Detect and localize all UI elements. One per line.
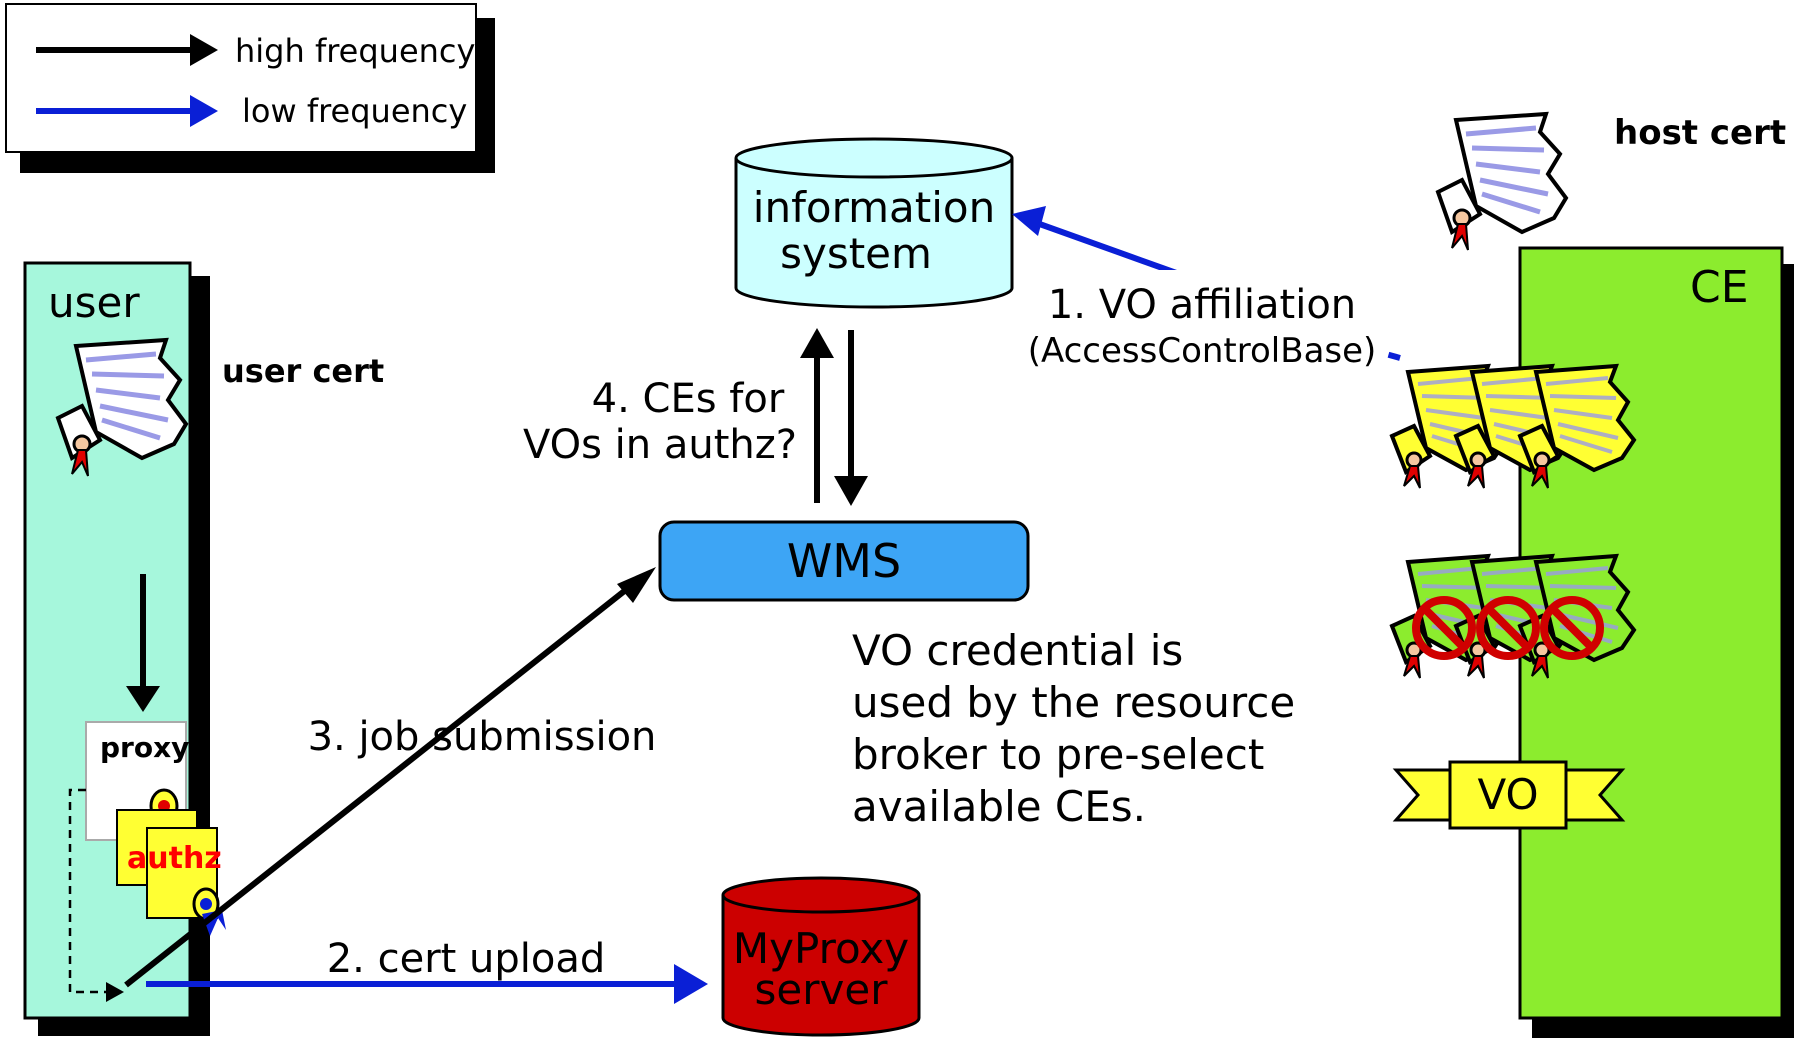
step3-label: 3. job submission bbox=[308, 714, 657, 760]
info-system-line1: information bbox=[753, 183, 995, 232]
note-line2: used by the resource bbox=[852, 678, 1295, 727]
vo-banner: VO bbox=[1392, 760, 1626, 830]
myproxy-line1: MyProxy bbox=[733, 924, 909, 973]
step2-label: 2. cert upload bbox=[327, 936, 606, 982]
prohibited-icon bbox=[1476, 596, 1540, 660]
legend-high-label: high frequency bbox=[235, 32, 475, 70]
step4-line2: VOs in authz? bbox=[523, 422, 797, 468]
information-system: information system bbox=[734, 137, 1014, 309]
prohibited-icon bbox=[1540, 596, 1604, 660]
legend-low-label: low frequency bbox=[242, 92, 467, 130]
prohibited-icon bbox=[1412, 596, 1476, 660]
step4-line1: 4. CEs for bbox=[592, 376, 785, 422]
host-cert-label: host cert bbox=[1614, 113, 1786, 153]
note-line3: broker to pre-select bbox=[852, 730, 1264, 779]
info-system-line2: system bbox=[780, 229, 932, 278]
ce-title: CE bbox=[1690, 262, 1749, 313]
myproxy-server: MyProxy server bbox=[721, 876, 921, 1037]
dashed-path bbox=[68, 788, 110, 994]
yellow-vo-certs bbox=[1390, 364, 1636, 490]
wms-box: WMS bbox=[658, 520, 1030, 602]
vo-banner-label: VO bbox=[1477, 770, 1538, 819]
wms-label: WMS bbox=[787, 534, 901, 588]
proxy-label: proxy bbox=[100, 731, 189, 764]
note-line4: available CEs. bbox=[852, 782, 1146, 831]
legend: high frequency low frequency bbox=[5, 3, 495, 173]
host-cert-icon bbox=[1438, 114, 1566, 250]
user-cert-label: user cert bbox=[222, 352, 384, 390]
revoked-vo-certs bbox=[1390, 554, 1636, 680]
up-arrow-icon bbox=[800, 328, 834, 358]
authz-label: authz bbox=[127, 841, 222, 876]
myproxy-line2: server bbox=[755, 965, 889, 1014]
job-submission-arrow bbox=[124, 582, 634, 988]
note-line1: VO credential is bbox=[852, 626, 1183, 675]
user-box-title: user bbox=[48, 278, 140, 327]
down-arrow-icon bbox=[126, 686, 160, 712]
step1-line1: 1. VO affiliation bbox=[1048, 282, 1356, 328]
down-arrow-icon-2 bbox=[834, 476, 868, 506]
step1-line2: (AccessControlBase) bbox=[1028, 331, 1377, 371]
vo-credential-note: VO credential is used by the resource br… bbox=[852, 626, 1295, 831]
